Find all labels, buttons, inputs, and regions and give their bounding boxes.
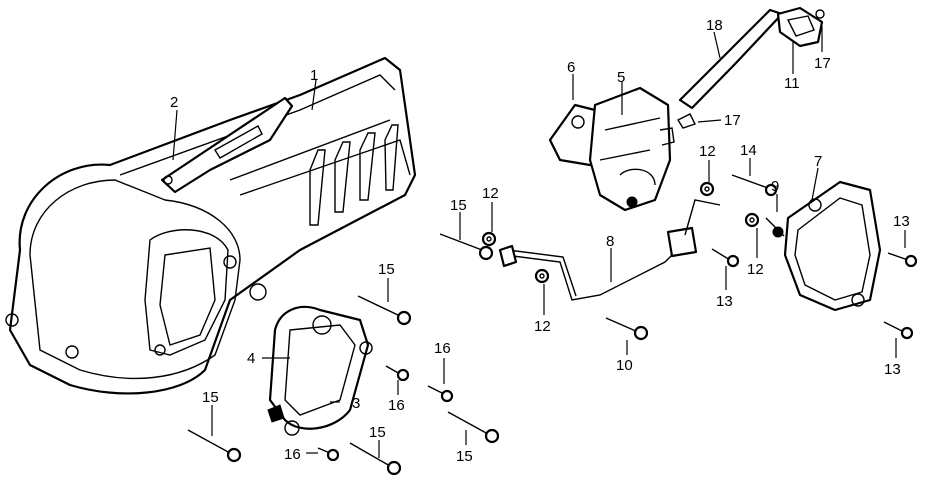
reservoir-cover (783, 180, 882, 312)
callout-numbers: 1 2 3 4 5 6 7 8 9 10 11 12 12 12 12 13 1… (170, 17, 910, 465)
callout-1: 1 (310, 67, 318, 84)
callout-4: 4 (247, 350, 255, 367)
callout-15c: 15 (202, 389, 219, 406)
callout-10: 10 (616, 357, 633, 374)
callout-13a: 13 (893, 213, 910, 230)
callout-15a: 15 (450, 197, 467, 214)
leader-lines (172, 26, 906, 458)
callout-17a: 17 (724, 112, 741, 129)
clip (676, 113, 696, 129)
callout-18: 18 (706, 17, 723, 34)
callout-13b: 13 (716, 293, 733, 310)
brake-hose (498, 199, 721, 301)
callout-7: 7 (814, 153, 822, 170)
small-cover (267, 305, 373, 436)
callout-13c: 13 (884, 361, 901, 378)
master-cylinder (548, 86, 675, 212)
fasteners (187, 174, 918, 476)
callout-16c: 16 (284, 446, 301, 463)
callout-3: 3 (352, 395, 360, 412)
crankcase-cover (5, 56, 417, 395)
callout-15d: 15 (369, 424, 386, 441)
callout-5: 5 (617, 69, 625, 86)
callout-12c: 12 (534, 318, 551, 335)
callout-15e: 15 (456, 448, 473, 465)
brake-rod (678, 6, 825, 110)
callout-16b: 16 (388, 397, 405, 414)
callout-12d: 12 (747, 261, 764, 278)
callout-16a: 16 (434, 340, 451, 357)
callout-8: 8 (606, 233, 614, 250)
callout-12b: 12 (482, 185, 499, 202)
callout-11: 11 (784, 75, 800, 92)
callout-2: 2 (170, 94, 178, 111)
callout-15b: 15 (378, 261, 395, 278)
callout-14: 14 (740, 142, 757, 159)
cover-plate (160, 96, 294, 194)
callout-6: 6 (567, 59, 575, 76)
callout-17b: 17 (814, 55, 831, 72)
callout-12a: 12 (699, 143, 716, 160)
callout-9: 9 (771, 178, 779, 195)
